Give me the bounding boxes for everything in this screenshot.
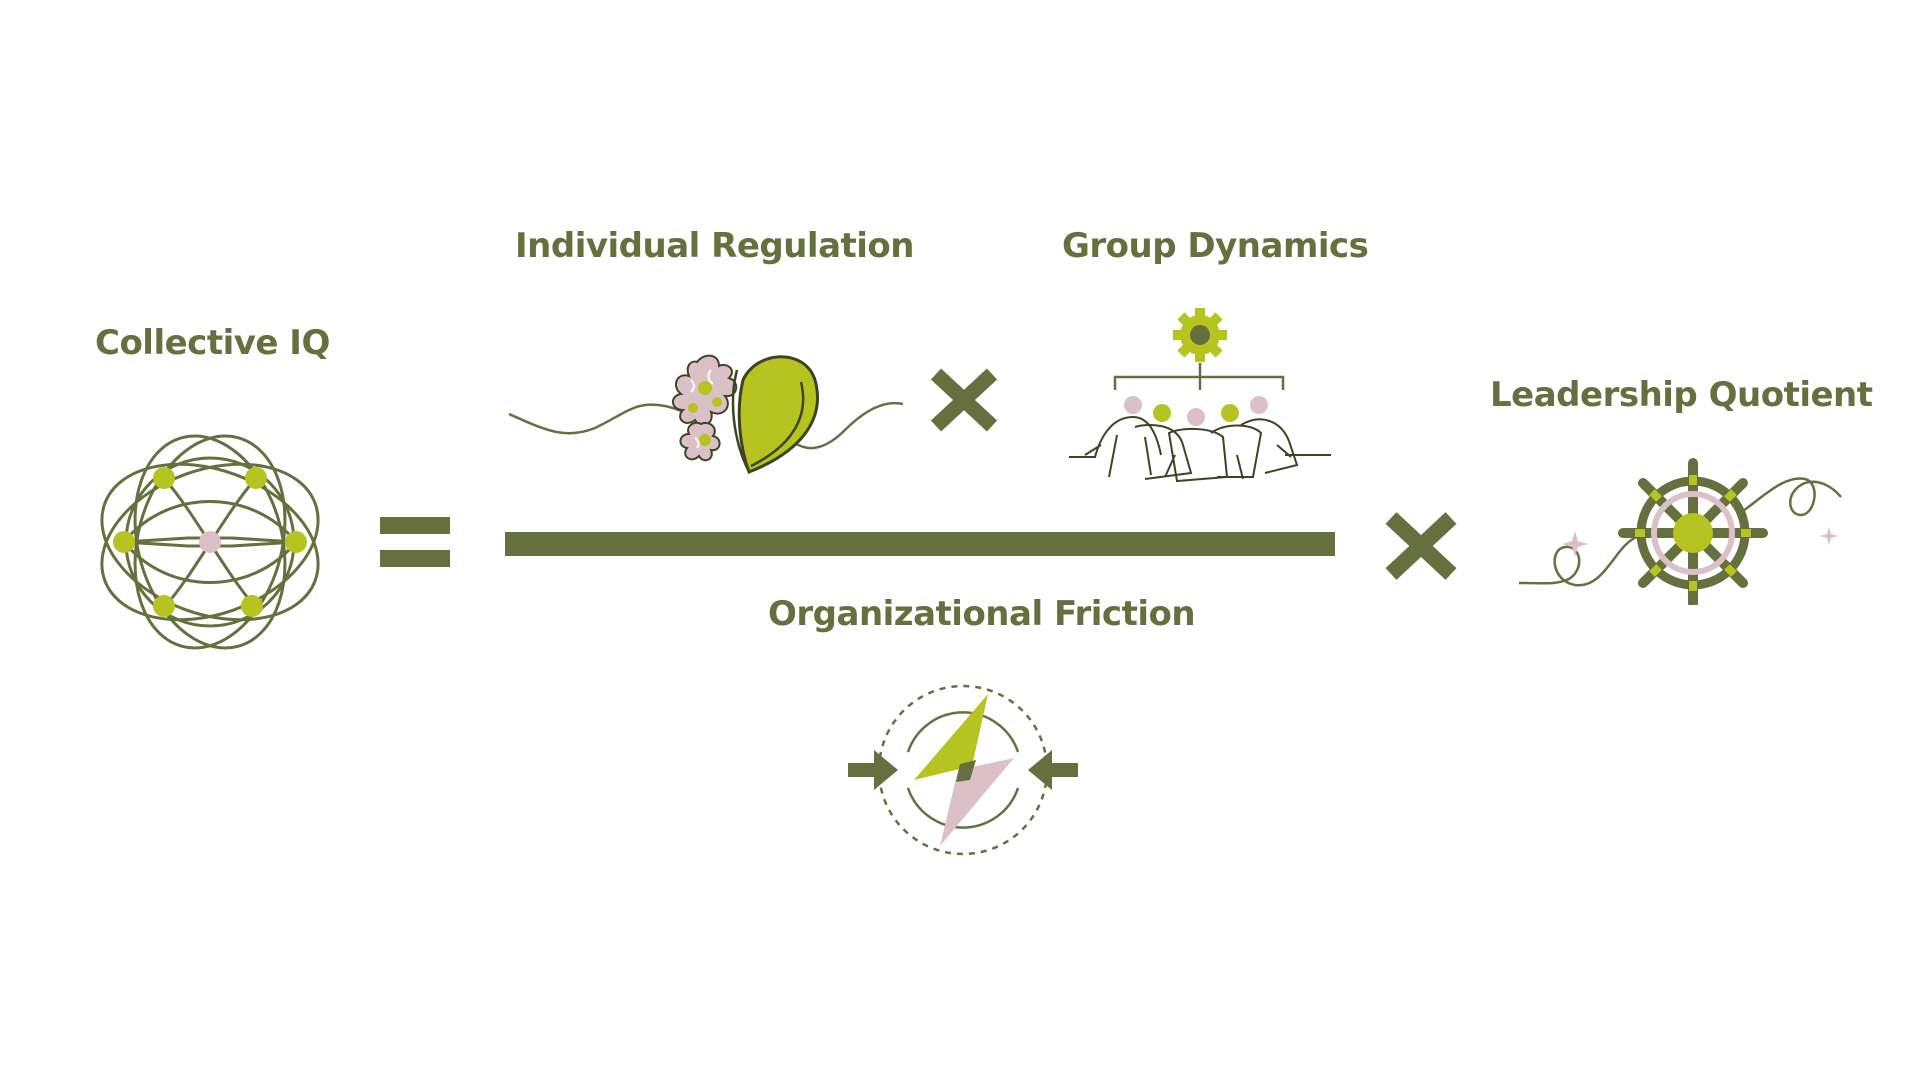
ship-wheel-icon <box>1518 458 1842 605</box>
equals-icon <box>380 517 450 567</box>
organizational-friction-label: Organizational Friction <box>768 594 1196 634</box>
individual-regulation-label: Individual Regulation <box>515 226 915 266</box>
network-icon <box>100 434 320 650</box>
brain-heart-icon <box>508 354 904 474</box>
team-gear-icon <box>1069 308 1331 483</box>
group-dynamics-label: Group Dynamics <box>1062 226 1369 266</box>
multiply-icon <box>930 368 998 432</box>
collective-iq-label: Collective IQ <box>95 323 330 363</box>
multiply-icon <box>1385 512 1457 580</box>
lightning-friction-icon <box>848 684 1078 856</box>
leadership-quotient-label: Leadership Quotient <box>1490 375 1873 415</box>
fraction-bar <box>505 532 1335 556</box>
